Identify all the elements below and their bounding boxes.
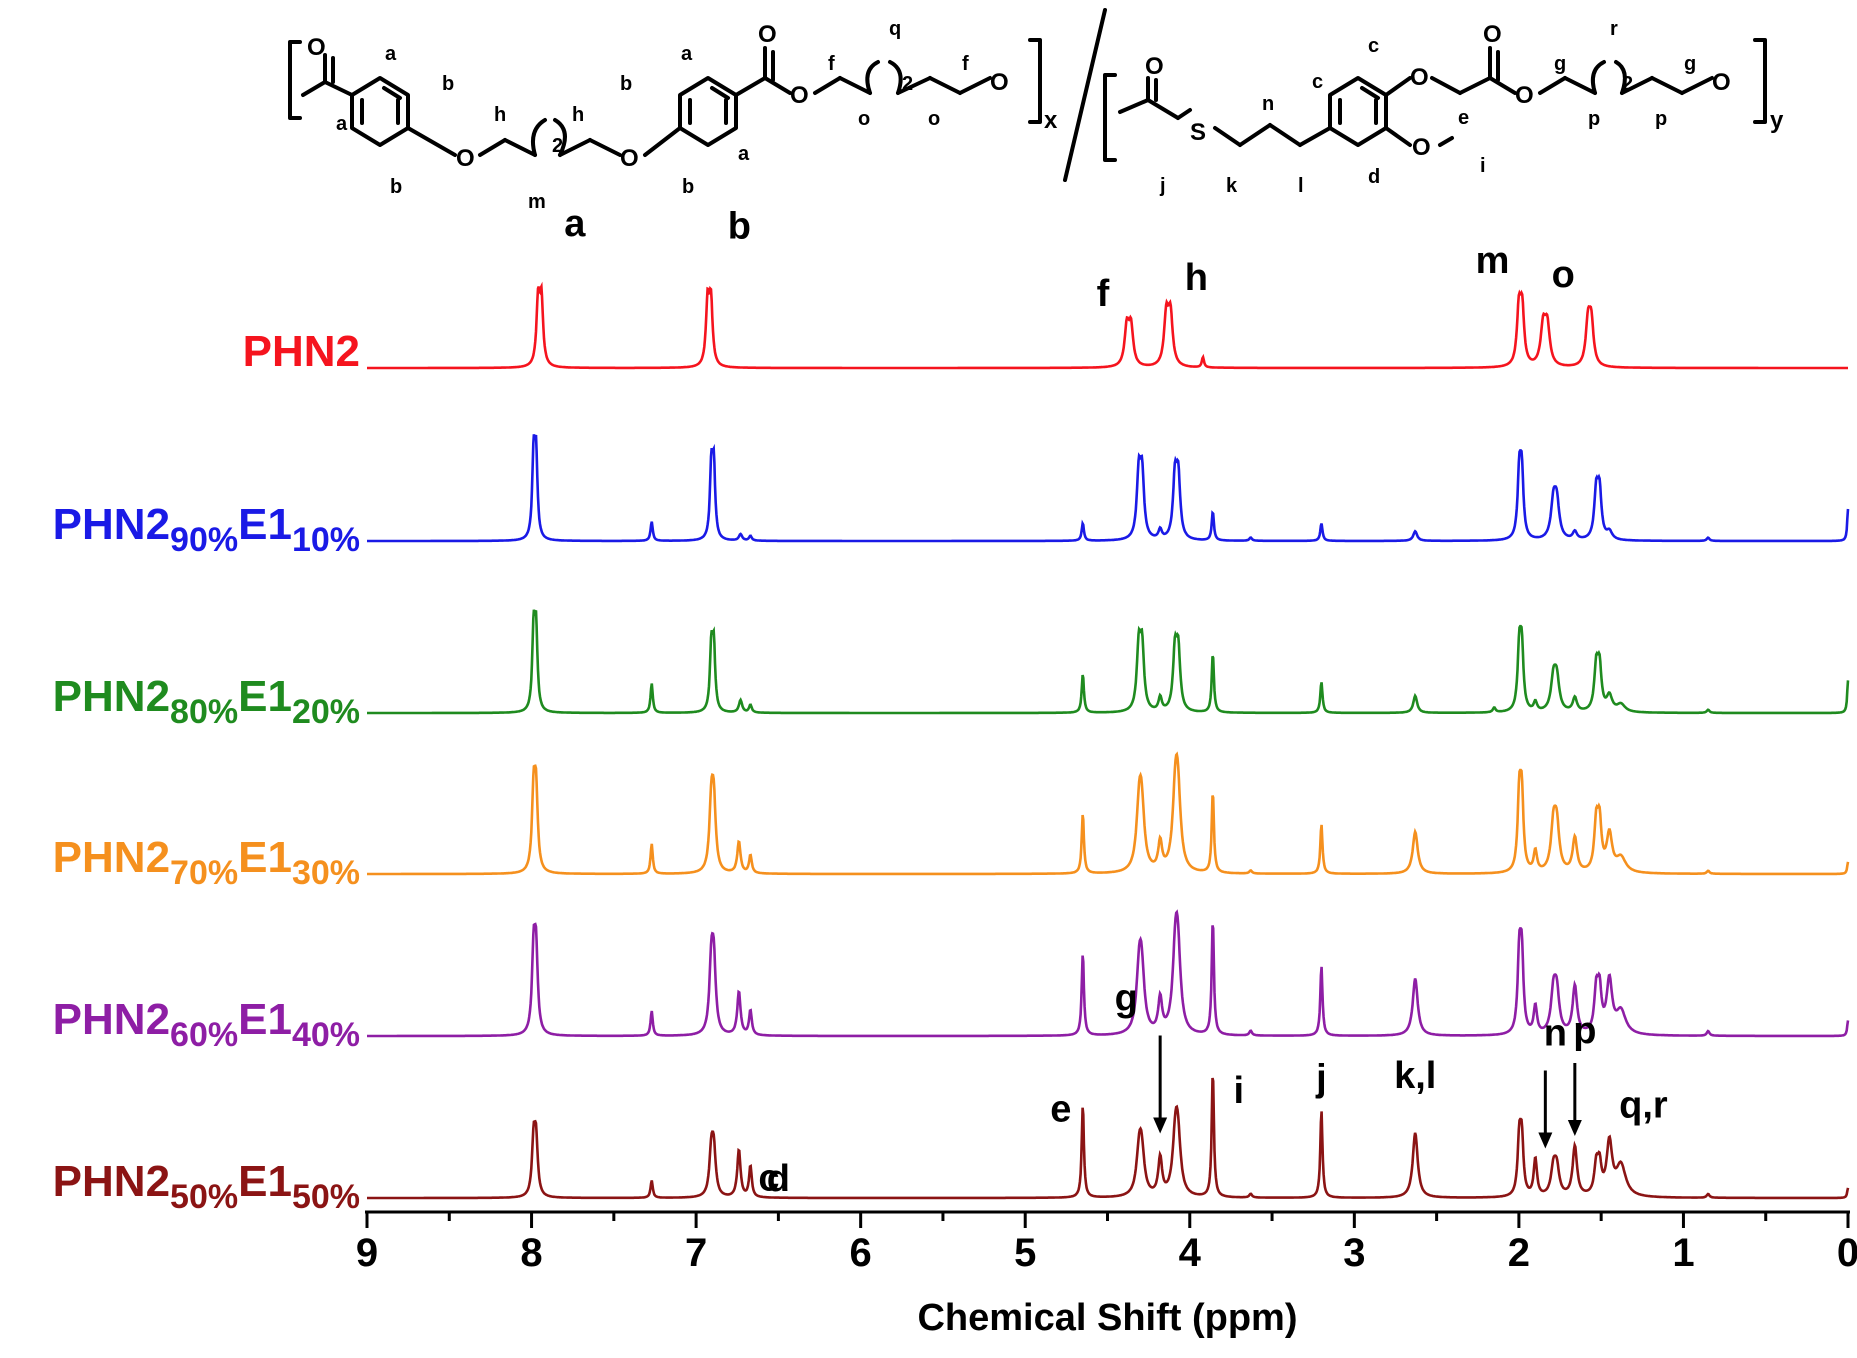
x-tick-label: 5 — [1014, 1231, 1036, 1275]
proton-label: m — [528, 191, 546, 213]
peak-label: e — [1050, 1089, 1071, 1131]
repeat-count-label: 2 — [1622, 73, 1633, 95]
subscript-x-label: x — [1044, 107, 1058, 134]
peak-label: g — [1115, 978, 1138, 1020]
proton-label: a — [738, 143, 750, 165]
peak-label: f — [1097, 273, 1110, 315]
proton-label: n — [1262, 93, 1274, 115]
atom-o-label: O — [1483, 21, 1502, 48]
proton-label: p — [1655, 108, 1667, 130]
peak-label: a — [564, 203, 586, 245]
proton-label: f — [828, 53, 835, 75]
repeat-count-label: 2 — [902, 73, 913, 95]
peak-label: c — [758, 1158, 779, 1200]
x-tick-label: 0 — [1837, 1231, 1857, 1275]
atom-o-label: O — [456, 145, 475, 172]
atom-o-label: O — [1410, 64, 1429, 91]
atom-s-label: S — [1190, 119, 1206, 146]
chemical-structure — [288, 8, 1767, 182]
proton-label: p — [1588, 108, 1600, 130]
x-tick-label: 8 — [520, 1231, 542, 1275]
proton-label: g — [1554, 53, 1566, 75]
atom-o-label: O — [758, 21, 777, 48]
proton-label: i — [1480, 155, 1486, 177]
proton-label: g — [1684, 53, 1696, 75]
spectrum-line — [367, 1077, 1850, 1200]
spectrum-line — [367, 609, 1850, 715]
peak-label: n — [1544, 1013, 1567, 1055]
x-tick-label: 7 — [685, 1231, 707, 1275]
proton-label: c — [1368, 35, 1379, 57]
proton-label: h — [494, 104, 506, 126]
proton-label: l — [1298, 175, 1304, 197]
x-axis-title: Chemical Shift (ppm) — [917, 1297, 1297, 1339]
spectrum-line — [367, 751, 1850, 876]
peak-label: k,l — [1394, 1055, 1436, 1097]
x-tick-label: 4 — [1179, 1231, 1202, 1275]
series-label: PHN280%E120% — [53, 672, 360, 731]
atom-o-label: O — [1712, 69, 1731, 96]
proton-label: k — [1226, 175, 1238, 197]
annotation-arrowhead — [1567, 1120, 1582, 1136]
x-ticks: 9 8 7 6 5 4 3 2 1 0 — [356, 1212, 1857, 1275]
x-axis: 9 8 7 6 5 4 3 2 1 0 Chemical Shift (ppm) — [356, 1210, 1857, 1339]
peak-label: o — [1552, 254, 1575, 296]
peak-label: d — [767, 1158, 790, 1200]
peak-label: j — [1315, 1058, 1327, 1100]
series-label: PHN2 — [243, 327, 360, 376]
proton-label: h — [572, 104, 584, 126]
proton-label: b — [620, 73, 632, 95]
annotation-arrowhead — [1153, 1117, 1168, 1134]
proton-label: o — [858, 108, 870, 130]
proton-label: o — [928, 108, 940, 130]
repeat-count-label: 2 — [552, 135, 563, 157]
proton-label: b — [390, 176, 402, 198]
peak-label: b — [728, 206, 751, 248]
atom-o-label: O — [790, 82, 809, 109]
atom-o-label: O — [990, 69, 1009, 96]
atom-o-label: O — [1412, 134, 1431, 161]
proton-label: b — [442, 73, 454, 95]
series-label: PHN260%E140% — [53, 995, 360, 1054]
series-label: PHN250%E150% — [53, 1157, 360, 1216]
x-tick-label: 2 — [1508, 1231, 1530, 1275]
spectrum-line — [367, 281, 1848, 370]
spectrum-line — [367, 909, 1850, 1038]
x-tick-label: 1 — [1672, 1231, 1694, 1275]
peak-label: h — [1185, 257, 1208, 299]
proton-label: a — [385, 43, 397, 65]
series-label: PHN290%E110% — [53, 500, 360, 559]
proton-label: q — [889, 18, 901, 40]
proton-label: f — [962, 53, 969, 75]
x-tick-label: 6 — [850, 1231, 872, 1275]
peak-label: p — [1573, 1010, 1596, 1052]
proton-label: r — [1610, 18, 1618, 40]
proton-label: d — [1368, 166, 1380, 188]
peak-label: m — [1476, 240, 1510, 282]
proton-label: a — [681, 43, 693, 65]
spectrum-line — [367, 434, 1850, 543]
proton-label: c — [1312, 71, 1323, 93]
structure-labels: O O O O O O O S O O O O O 2 2 2 x y a a … — [307, 18, 1784, 213]
subscript-y-label: y — [1770, 107, 1784, 134]
atom-o-label: O — [1145, 53, 1164, 80]
atom-o-label: O — [307, 34, 326, 61]
peak-label: i — [1234, 1070, 1245, 1112]
series-label: PHN270%E130% — [53, 833, 360, 892]
x-tick-label: 9 — [356, 1231, 378, 1275]
proton-label: j — [1159, 175, 1166, 197]
proton-label: e — [1458, 107, 1469, 129]
spectra-group — [367, 281, 1850, 1200]
atom-o-label: O — [620, 145, 639, 172]
peak-label: q,r — [1619, 1085, 1668, 1127]
annotation-arrowhead — [1538, 1132, 1553, 1149]
proton-label: a — [336, 113, 348, 135]
atom-o-label: O — [1515, 82, 1534, 109]
x-tick-label: 3 — [1343, 1231, 1365, 1275]
proton-label: b — [682, 176, 694, 198]
